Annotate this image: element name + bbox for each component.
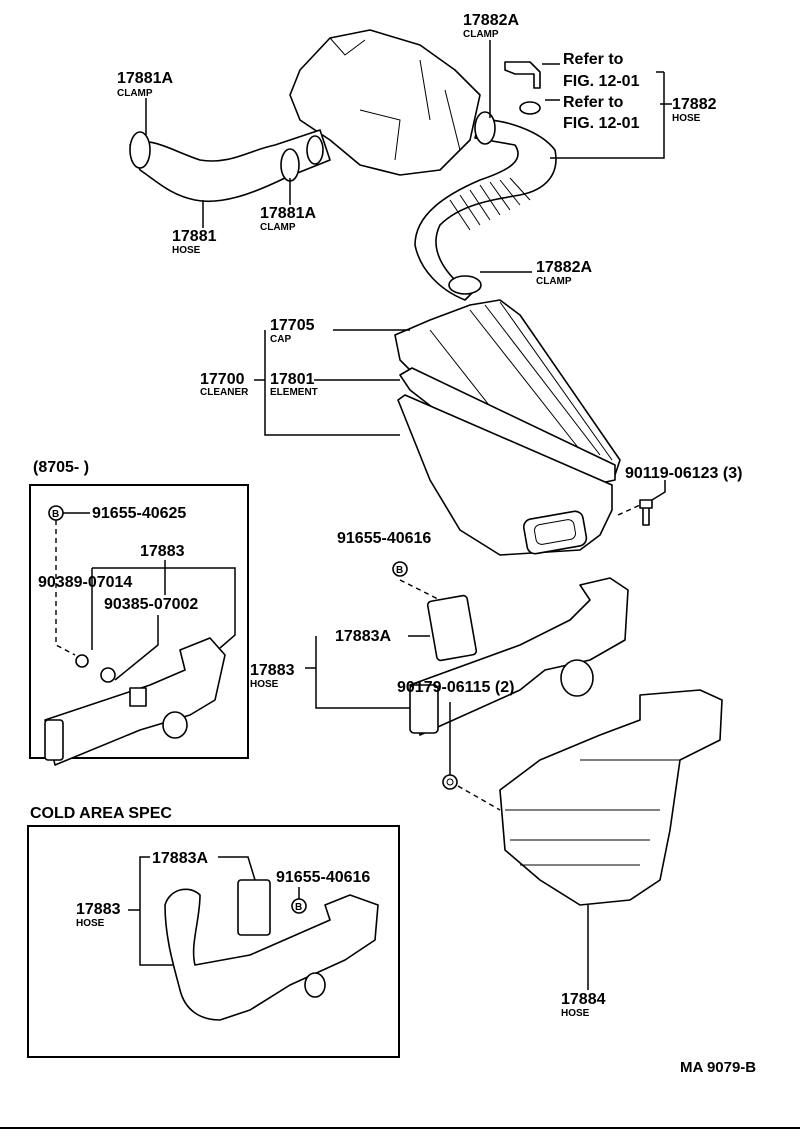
hose-17884-drawing [499, 689, 723, 906]
svg-text:17881: 17881 [172, 228, 217, 245]
svg-text:17883: 17883 [76, 901, 121, 918]
svg-text:HOSE: HOSE [172, 245, 201, 256]
label-17881a-mid: 17881A CLAMP [260, 205, 316, 233]
inset-8705-title: (8705- ) [33, 459, 89, 476]
svg-text:B: B [396, 565, 403, 576]
svg-text:HOSE: HOSE [561, 1008, 590, 1019]
svg-text:17883: 17883 [250, 662, 295, 679]
svg-text:CLAMP: CLAMP [117, 88, 153, 99]
clip-b-icon: B [48, 505, 64, 521]
hose-17883-drawing [409, 577, 629, 736]
svg-text:B: B [295, 902, 302, 913]
svg-text:CLEANER: CLEANER [200, 387, 249, 398]
hose-17881-drawing [129, 129, 331, 203]
label-17705-cap: 17705 CAP [270, 317, 315, 345]
label-17882-hose: 17882 HOSE [672, 96, 717, 124]
label-17883-hose: 17883 HOSE [250, 662, 295, 690]
svg-text:17882A: 17882A [463, 12, 519, 29]
label-17882a-top: 17882A CLAMP [463, 12, 519, 40]
svg-text:ELEMENT: ELEMENT [270, 387, 318, 398]
svg-text:HOSE: HOSE [250, 679, 279, 690]
svg-text:FIG. 12-01: FIG. 12-01 [563, 73, 640, 90]
svg-text:17882: 17882 [672, 96, 717, 113]
bolt-icon [639, 499, 653, 526]
svg-text:HOSE: HOSE [76, 918, 105, 929]
inset-cold-title: COLD AREA SPEC [30, 805, 172, 822]
clip-b-icon: B [291, 898, 307, 914]
label-refer-2[interactable]: Refer to FIG. 12-01 [563, 94, 640, 132]
label-17882a-low: 17882A CLAMP [536, 259, 592, 287]
label-91655-40616-cold: 91655-40616 [276, 869, 370, 886]
label-17881-hose: 17881 HOSE [172, 228, 217, 256]
nut-icon [442, 774, 458, 790]
svg-text:17881A: 17881A [260, 205, 316, 222]
leader-lines [145, 40, 672, 990]
label-17884-hose: 17884 HOSE [561, 991, 606, 1019]
label-90389-07014: 90389-07014 [38, 574, 132, 591]
label-17700-cleaner: 17700 CLEANER [200, 371, 249, 398]
svg-text:Refer to: Refer to [563, 94, 624, 111]
label-17883a-cold: 17883A [152, 850, 208, 867]
label-17801-element: 17801 ELEMENT [270, 371, 318, 398]
svg-text:17700: 17700 [200, 371, 245, 388]
label-17881a-left: 17881A CLAMP [117, 70, 173, 99]
label-17883-hose-cold: 17883 HOSE [76, 901, 121, 929]
svg-text:CLAMP: CLAMP [463, 29, 499, 40]
clip-b-icon: B [392, 561, 408, 577]
label-17883a-bracket: 17883A [335, 628, 391, 645]
svg-text:CLAMP: CLAMP [260, 222, 296, 233]
throttle-body-drawing [289, 29, 481, 176]
label-90385-07002: 90385-07002 [104, 596, 198, 613]
svg-text:17882A: 17882A [536, 259, 592, 276]
inset-8705: (8705- ) B 91655-40625 17883 90389-07014… [29, 459, 249, 766]
air-cleaner-drawing [394, 299, 621, 556]
svg-text:FIG. 12-01: FIG. 12-01 [563, 115, 640, 132]
svg-text:CAP: CAP [270, 334, 291, 345]
inset-cold-area: COLD AREA SPEC 17883A 91655-40616 B 1788… [27, 805, 400, 1058]
label-91655-40616: 91655-40616 [337, 530, 431, 547]
svg-text:17884: 17884 [561, 991, 606, 1008]
svg-text:HOSE: HOSE [672, 113, 701, 124]
label-refer-1[interactable]: Refer to FIG. 12-01 [563, 51, 640, 90]
label-90119-bolt: 90119-06123 (3) [625, 465, 742, 482]
label-90179-nut: 90179-06115 (2) [397, 679, 514, 696]
figure-code: MA 9079-B [680, 1059, 756, 1076]
svg-text:B: B [52, 509, 59, 520]
label-91655-40625: 91655-40625 [92, 505, 186, 522]
svg-text:CLAMP: CLAMP [536, 276, 572, 287]
svg-text:17705: 17705 [270, 317, 315, 334]
svg-text:17881A: 17881A [117, 70, 173, 87]
svg-text:Refer to: Refer to [563, 51, 624, 68]
label-17883-inset: 17883 [140, 543, 185, 560]
hose-17882-drawing [414, 61, 557, 301]
svg-text:17801: 17801 [270, 371, 315, 388]
